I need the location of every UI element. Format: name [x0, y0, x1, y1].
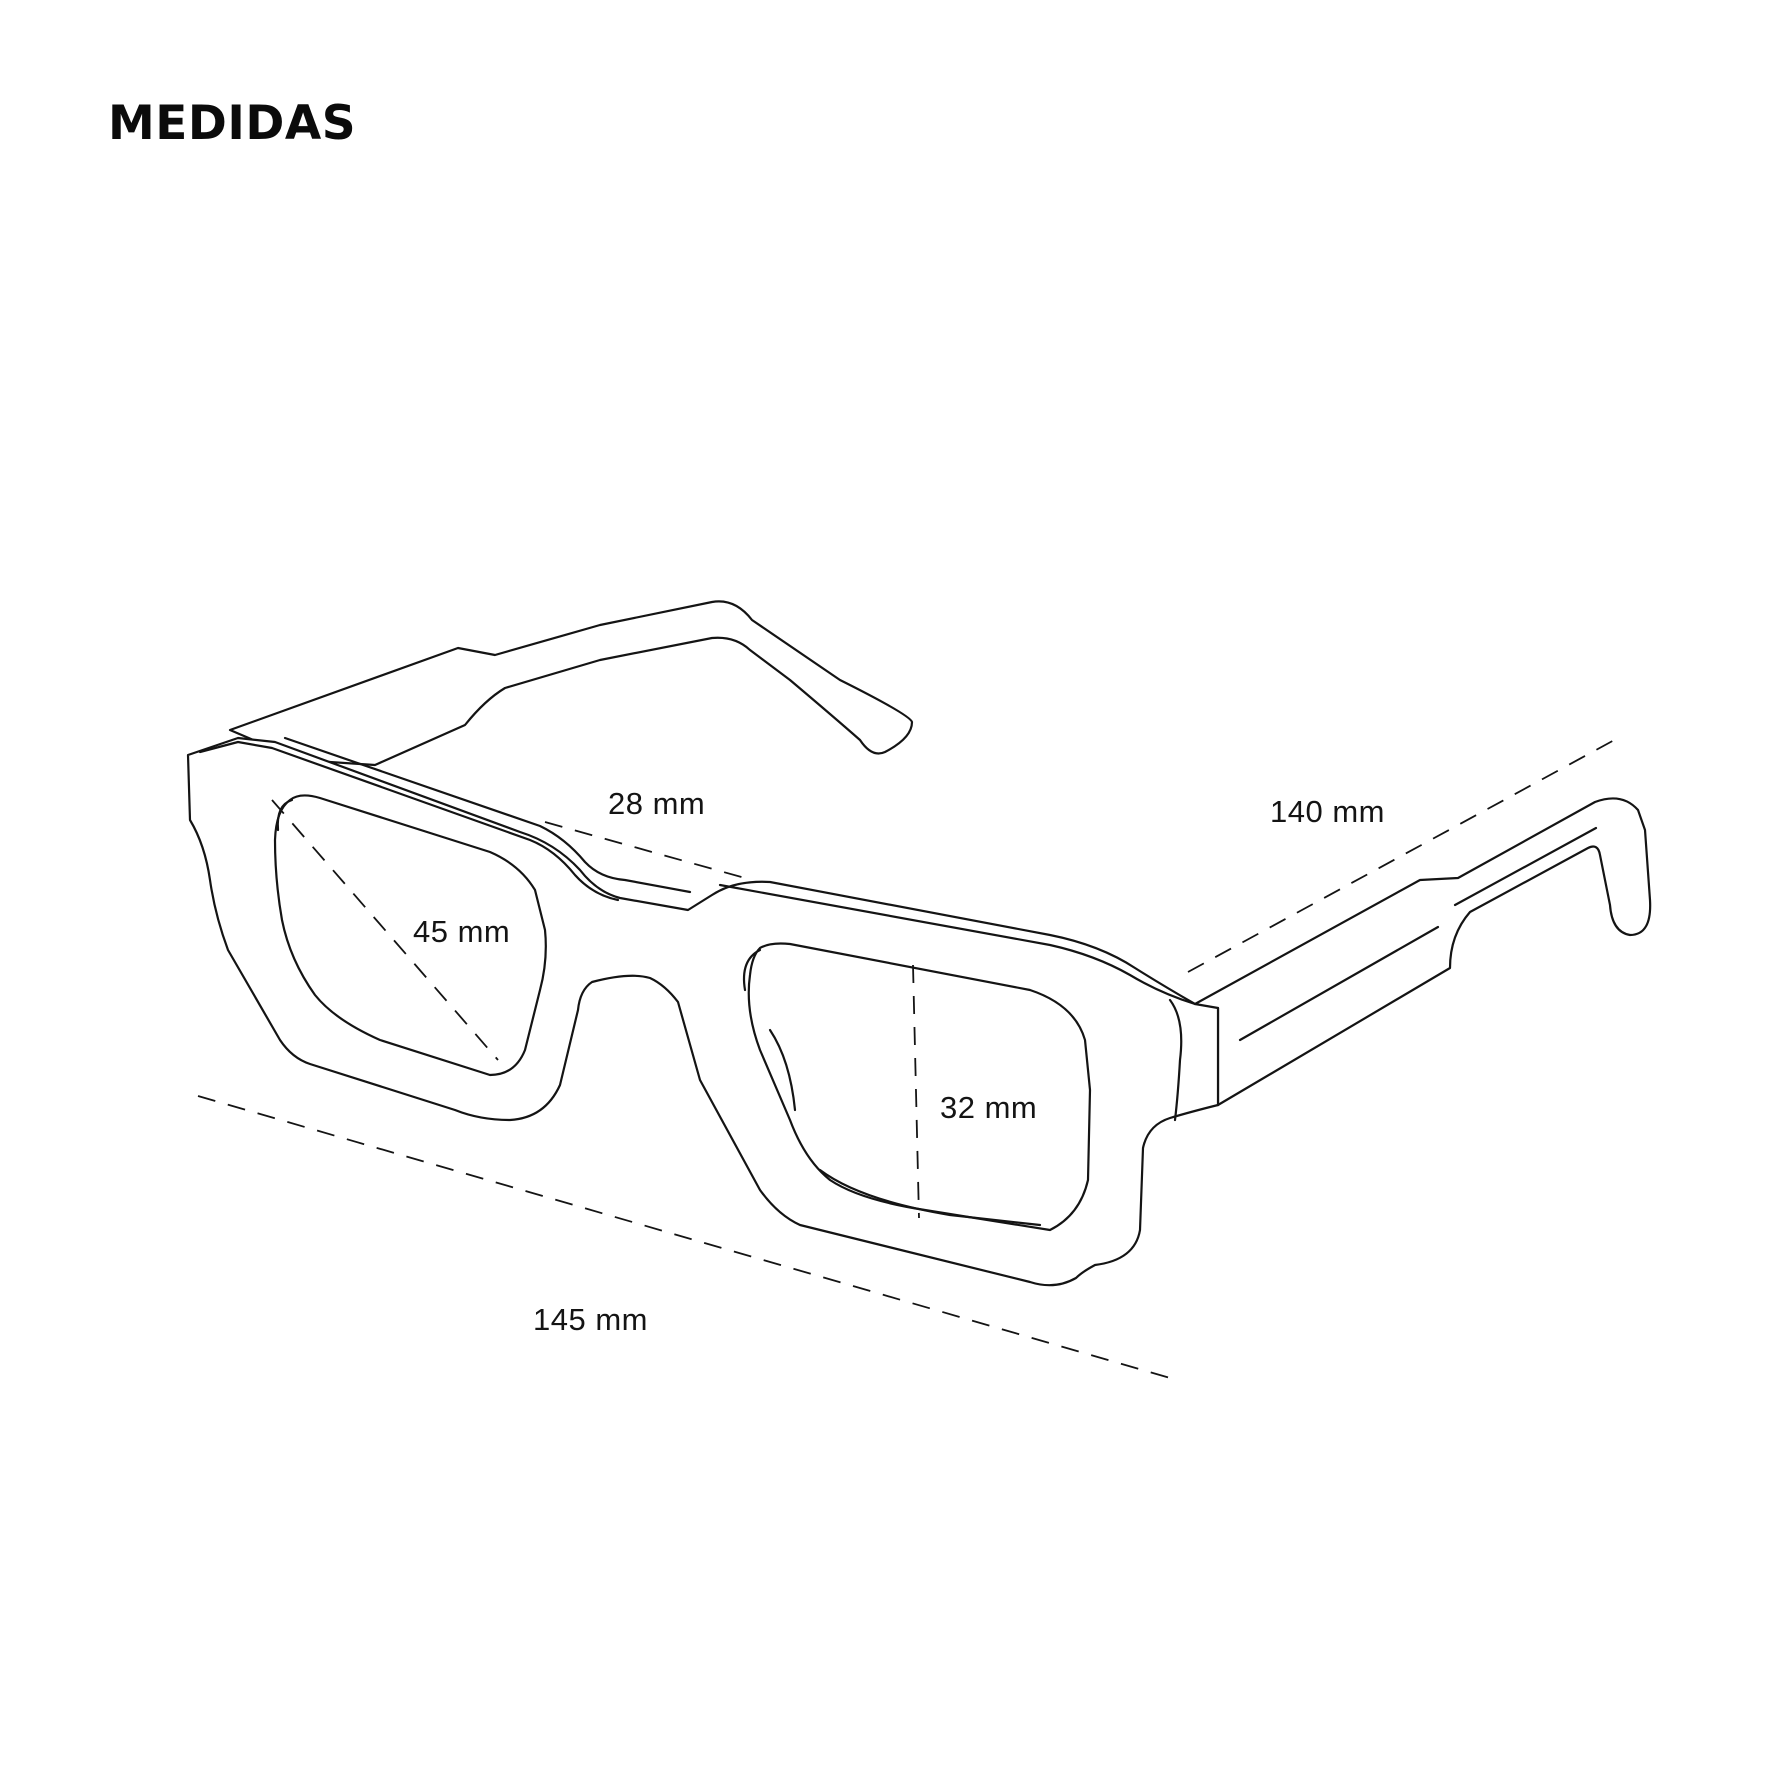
far-temple-arm — [228, 600, 914, 767]
page-title: MEDIDAS — [108, 96, 357, 151]
temple-label: 140 mm — [1270, 794, 1385, 829]
frame-width-dimension-line — [197, 1095, 1171, 1379]
near-temple-arm — [1193, 797, 1652, 1107]
dimension-lines — [197, 737, 1619, 1379]
lens-height-dimension-line — [912, 964, 920, 1219]
bridge-label: 28 mm — [608, 786, 705, 821]
right-lens — [747, 942, 1092, 1232]
temple-dimension-line — [1187, 737, 1619, 973]
lens-height-label: 32 mm — [940, 1090, 1037, 1125]
bridge-dimension-line — [544, 821, 753, 881]
left-lens — [273, 794, 547, 1077]
lens-width-dimension-line — [271, 799, 499, 1061]
lens-width-label: 45 mm — [413, 914, 510, 949]
frame-width-label: 145 mm — [533, 1302, 648, 1337]
